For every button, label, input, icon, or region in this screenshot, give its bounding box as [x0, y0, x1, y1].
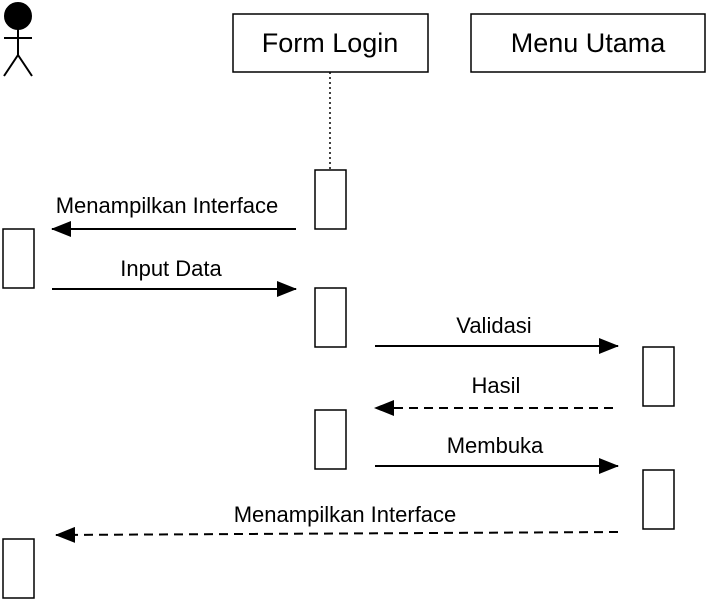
message-label: Hasil	[472, 373, 521, 398]
activation-box	[2, 538, 35, 599]
message-label: Menampilkan Interface	[56, 193, 279, 218]
message-label: Menampilkan Interface	[234, 502, 457, 527]
lifeline-head-menu-utama	[470, 13, 706, 73]
activation-box	[314, 169, 347, 230]
activation-box	[314, 287, 347, 348]
actor-icon	[3, 2, 33, 77]
message-label: Validasi	[456, 313, 531, 338]
message-arrow	[55, 526, 619, 543]
message-label: Membuka	[447, 433, 544, 458]
activation-box	[2, 228, 35, 289]
activation-box	[642, 469, 675, 530]
lifeline-label-menu-utama: Menu Utama	[511, 28, 667, 58]
lifeline-head-form-login	[232, 13, 429, 73]
activation-box	[314, 409, 347, 470]
activation-box	[642, 346, 675, 407]
lifeline-label-form-login: Form Login	[262, 28, 399, 58]
message-label: Input Data	[120, 256, 222, 281]
